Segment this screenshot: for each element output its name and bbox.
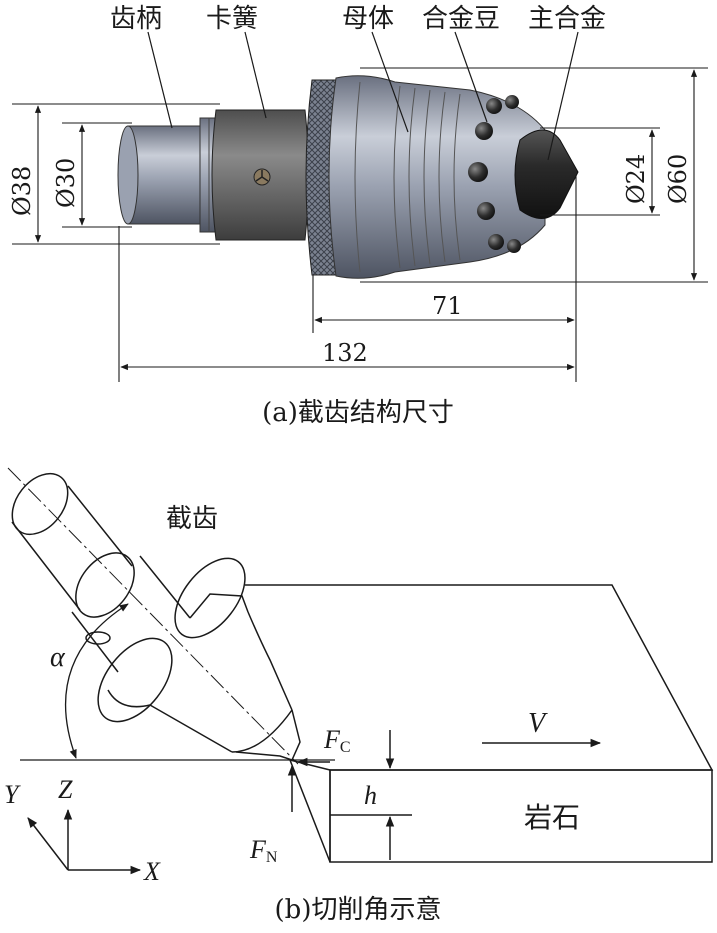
label-axis-x: X [143, 857, 161, 886]
label-v: V [528, 708, 548, 739]
label-body: 母体 [342, 4, 394, 34]
caption-b: (b)切削角示意 [275, 895, 442, 925]
forces [287, 730, 602, 860]
alpha-angle [20, 603, 335, 761]
dim-len132: 132 [322, 339, 368, 367]
dim-d38: Ø38 [8, 166, 36, 216]
dim-len71: 71 [432, 292, 463, 320]
label-clip: 卡簧 [206, 4, 258, 34]
body-rings [354, 81, 461, 273]
shank-end-face [117, 125, 139, 225]
label-rock: 岩石 [524, 801, 580, 834]
fig-a-dimensions [12, 67, 708, 382]
caption-a: (a)截齿结构尺寸 [262, 398, 454, 428]
dim-d30: Ø30 [52, 158, 80, 208]
label-fn: FN [249, 835, 278, 866]
label-alpha: α [50, 642, 66, 673]
label-alloy-beans: 合金豆 [422, 4, 500, 34]
coordinate-axes [27, 808, 142, 875]
label-axis-z: Z [58, 775, 73, 804]
main-alloy-tip [514, 129, 579, 219]
dim-d60: Ø60 [664, 154, 692, 204]
label-axis-y: Y [4, 780, 21, 809]
pick-3d-drawing [117, 75, 579, 279]
label-shank: 齿柄 [110, 4, 162, 34]
label-pick: 截齿 [166, 504, 218, 534]
label-h: h [364, 781, 377, 810]
clip-screw-slot [255, 170, 269, 182]
rock-block [245, 584, 714, 863]
dim-d24: Ø24 [622, 154, 650, 204]
pick-outline [7, 467, 301, 765]
label-fc: FC [323, 725, 351, 756]
alloy-beans [468, 95, 521, 253]
label-main-alloy: 主合金 [528, 4, 606, 34]
fig-a-leaders [147, 31, 579, 161]
